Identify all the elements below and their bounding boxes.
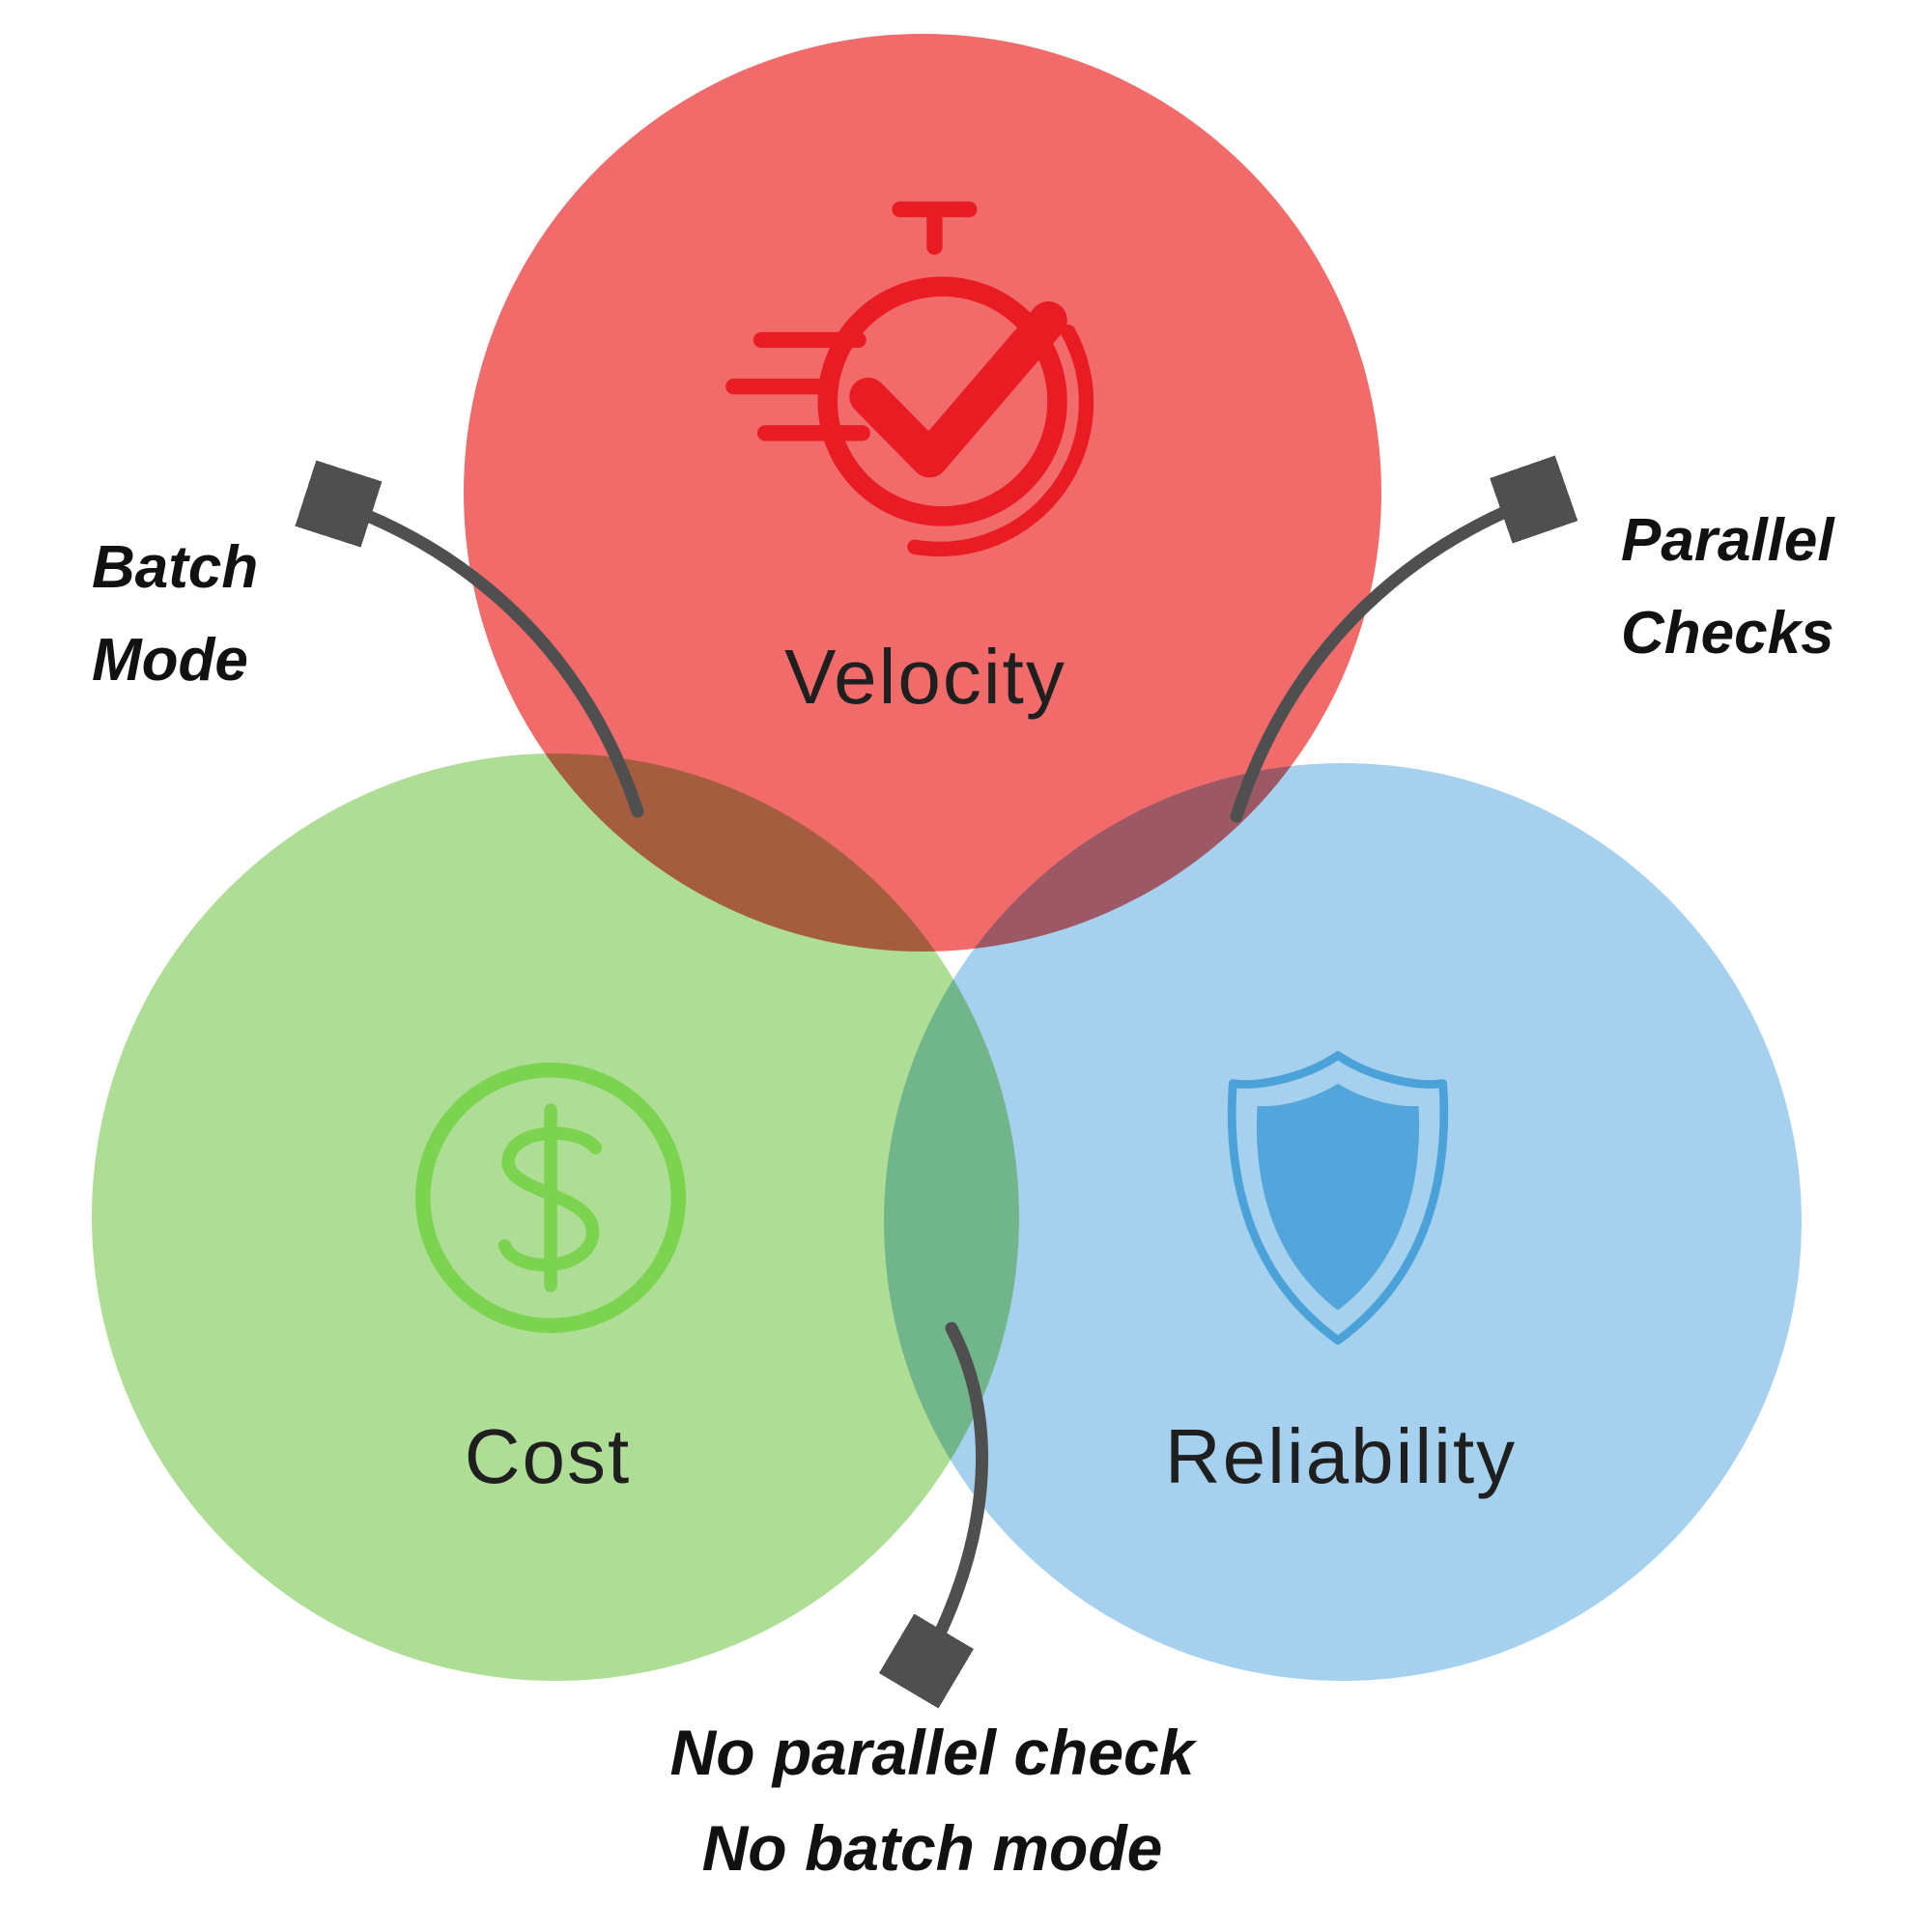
annotation-parallel-checks: Parallel Checks: [1621, 495, 1834, 680]
annotation-line: No parallel check: [669, 1717, 1195, 1788]
stopwatch-check-icon: [720, 188, 1116, 575]
annotation-line: Checks: [1621, 600, 1834, 668]
annotation-line: Mode: [92, 627, 248, 695]
annotation-line: Parallel: [1621, 507, 1834, 574]
cost-label: Cost: [464, 1413, 632, 1499]
dollar-circle-icon: [401, 1048, 700, 1348]
shield-icon: [1190, 1038, 1486, 1357]
annotation-tradeoff: No parallel check No batch mode: [670, 1705, 1195, 1896]
annotation-batch-mode: Batch Mode: [92, 522, 258, 707]
reliability-label: Reliability: [1164, 1413, 1518, 1499]
annotation-line: No batch mode: [701, 1812, 1163, 1884]
velocity-label: Velocity: [784, 634, 1066, 720]
annotation-line: Batch: [92, 534, 259, 601]
